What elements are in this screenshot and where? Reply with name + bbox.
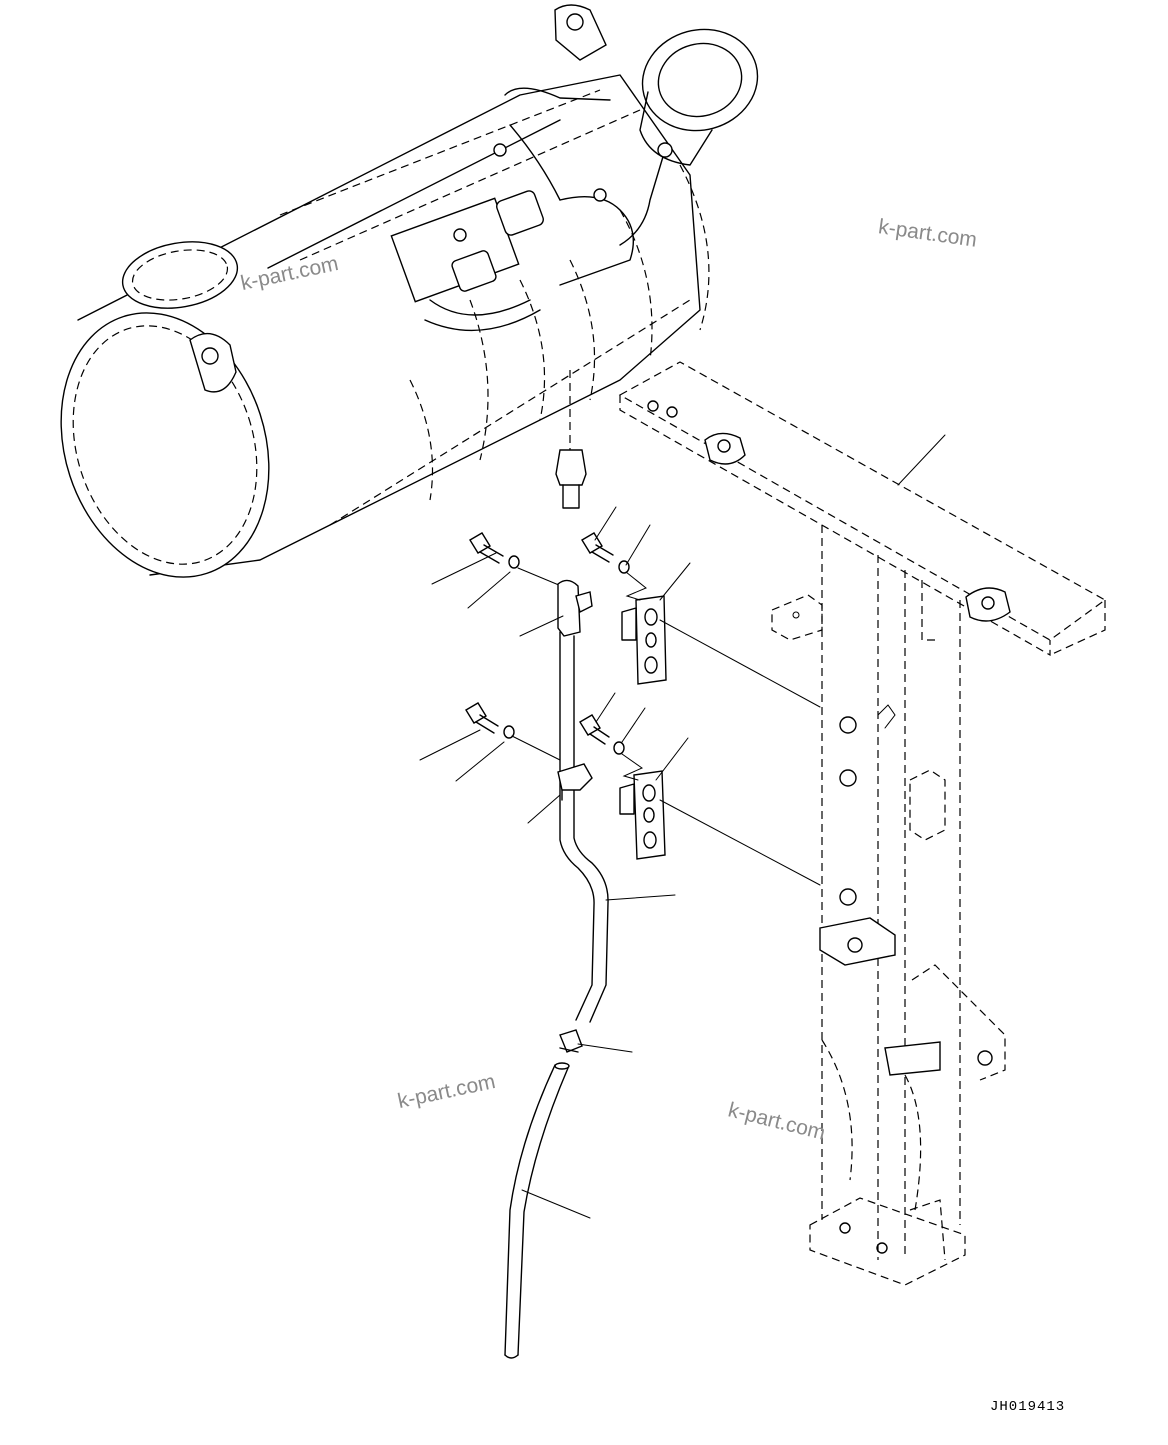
fasteners (465, 532, 821, 886)
aftertreatment-unit (60, 4, 759, 578)
leader-lines (419, 506, 691, 1219)
drawing-number: JH019413 (990, 1399, 1066, 1415)
frame-support (618, 361, 1107, 1286)
tube-assembly (504, 579, 609, 1359)
